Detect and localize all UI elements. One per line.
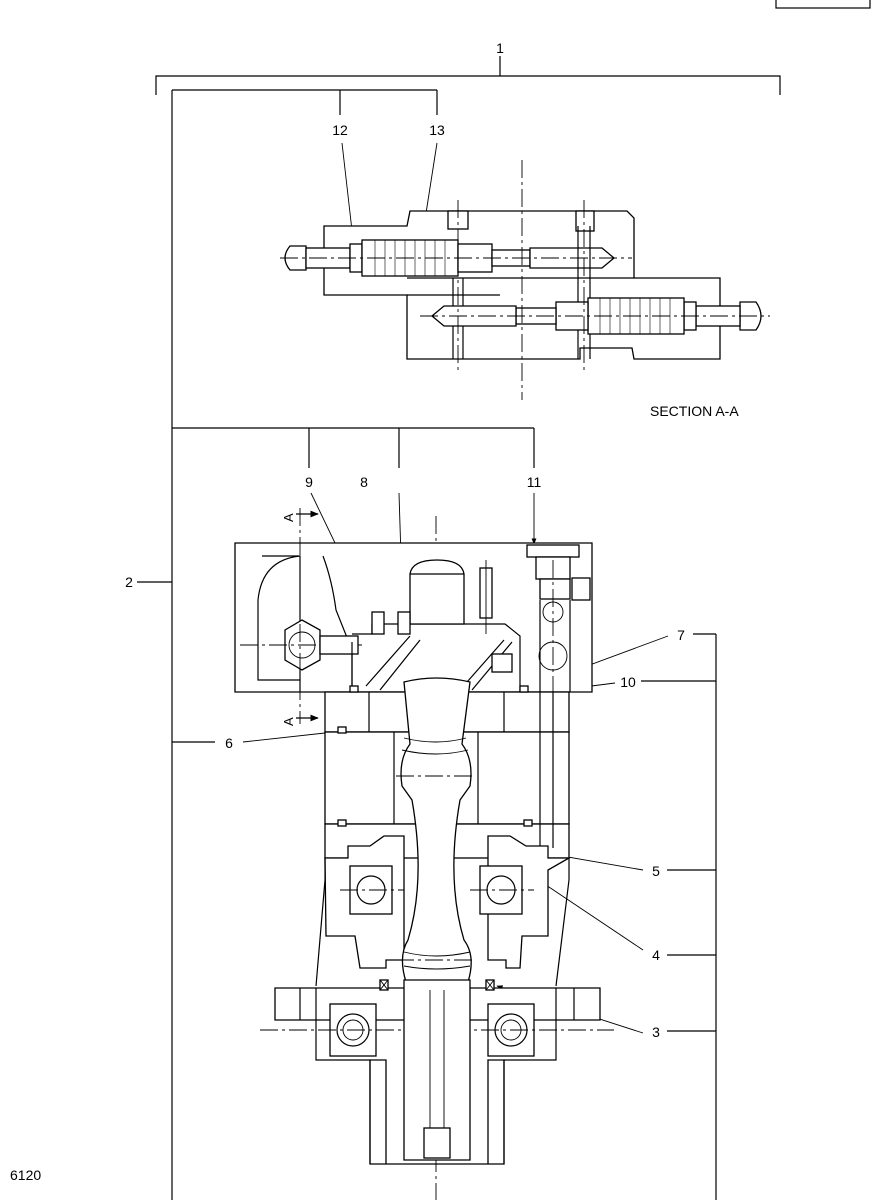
callout-10: 10 (620, 674, 636, 690)
section-a-a-view (280, 160, 770, 400)
motor-assembly (234, 516, 614, 1200)
callout-13: 13 (429, 122, 445, 138)
callout-8: 8 (360, 474, 368, 490)
section-marker-top: A (281, 513, 296, 522)
figure-code: 6120 (10, 1167, 41, 1183)
page-corner-box (775, 0, 871, 9)
callout-5: 5 (652, 863, 660, 879)
callout-7: 7 (677, 627, 685, 643)
callout-labels: 1 2 12 13 9 8 11 7 10 6 5 4 3 (125, 40, 685, 1040)
callout-11: 11 (527, 474, 542, 490)
section-label: SECTION A-A (650, 403, 739, 419)
callout-6: 6 (225, 735, 233, 751)
callout-9: 9 (305, 474, 313, 490)
drive-shaft (400, 677, 472, 983)
callout-1: 1 (496, 40, 504, 56)
callout-2: 2 (125, 574, 133, 590)
callout-12: 12 (332, 122, 348, 138)
assembly-brackets (137, 56, 781, 1200)
section-marker-bottom: A (281, 717, 296, 726)
section-cut-line: A A (281, 508, 319, 726)
callout-3: 3 (652, 1024, 660, 1040)
callout-4: 4 (652, 947, 660, 963)
